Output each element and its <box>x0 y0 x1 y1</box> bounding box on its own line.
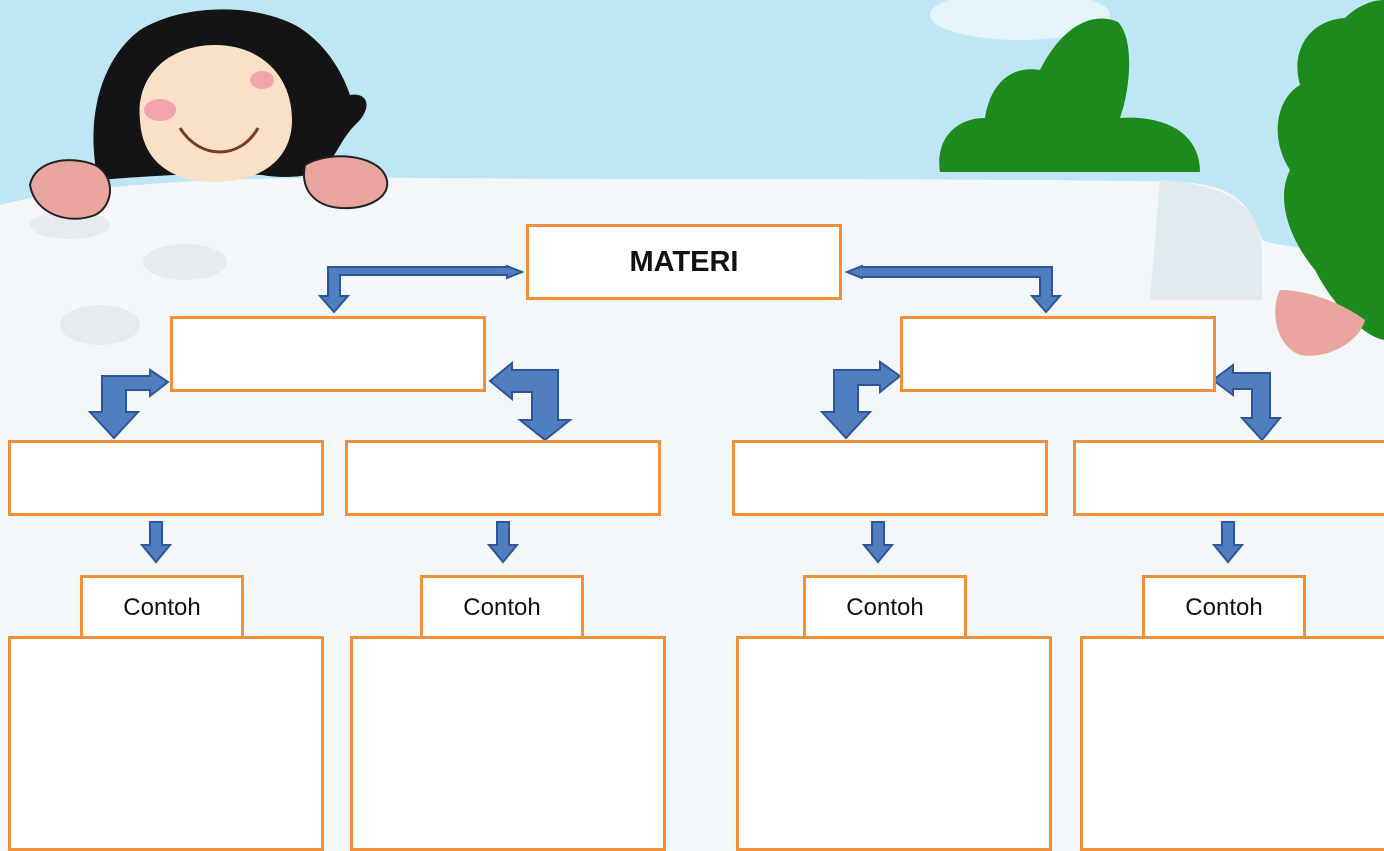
arrow-right-branch-to-child-2 <box>1211 363 1283 442</box>
girl-cheek <box>250 71 274 89</box>
girl-hand <box>303 155 389 210</box>
snow-mound <box>60 305 140 345</box>
level1-node-left <box>170 316 486 392</box>
level2-node <box>345 440 661 516</box>
arrow-right-branch-to-child-1 <box>819 360 902 440</box>
arrow-left-branch-to-child-2 <box>488 360 573 442</box>
root-node: MATERI <box>526 224 842 300</box>
arrow-left-branch-to-child-1 <box>87 368 170 440</box>
root-node-label: MATERI <box>629 245 739 278</box>
snow-ledge <box>1150 180 1262 300</box>
tree <box>1277 0 1384 340</box>
tree-character-hand <box>1275 290 1365 356</box>
level2-node <box>732 440 1048 516</box>
girl-cheek <box>144 99 176 121</box>
bush <box>939 18 1200 172</box>
snow-mound <box>30 211 110 239</box>
example-label-box: Contoh <box>1142 575 1306 641</box>
girl-smile <box>178 127 260 154</box>
example-content-box <box>8 636 324 851</box>
connector-arrows <box>87 264 1283 564</box>
example-label: Contoh <box>463 594 541 621</box>
example-label-box: Contoh <box>80 575 244 641</box>
level2-node <box>8 440 324 516</box>
example-content-box <box>350 636 666 851</box>
cloud <box>930 0 1110 40</box>
example-label: Contoh <box>1185 594 1263 621</box>
arrow-root-to-right-branch <box>844 264 1063 314</box>
arrow-child-4-to-example <box>1211 521 1245 564</box>
example-content-box <box>1080 636 1384 851</box>
example-content-box <box>736 636 1052 851</box>
snow-mound <box>143 244 227 280</box>
arrow-child-1-to-example <box>139 521 173 564</box>
girl-hand <box>28 159 111 220</box>
arrow-root-to-left-branch <box>317 264 525 314</box>
arrow-child-3-to-example <box>861 521 895 564</box>
example-label: Contoh <box>123 594 201 621</box>
example-label: Contoh <box>846 594 924 621</box>
level1-node-right <box>900 316 1216 392</box>
arrow-child-2-to-example <box>486 521 520 564</box>
level2-node <box>1073 440 1384 516</box>
example-label-box: Contoh <box>803 575 967 641</box>
example-label-box: Contoh <box>420 575 584 641</box>
